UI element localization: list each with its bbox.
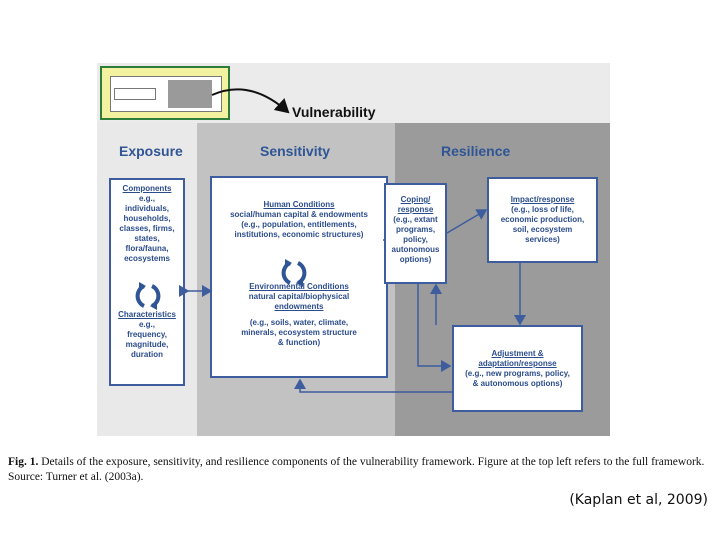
inset-to-title-arrow xyxy=(211,88,290,114)
caption-text: Details of the exposure, sensitivity, an… xyxy=(8,456,705,483)
coping-line: programs, xyxy=(395,225,436,234)
coping-to-impact-arrow xyxy=(446,209,488,234)
env-line: minerals, ecosystem structure xyxy=(241,328,357,337)
adjustment-heading: adaptation/response xyxy=(478,359,557,368)
env-sub-line: endowments xyxy=(274,302,324,311)
figure-caption: Fig. 1. Details of the exposure, sensiti… xyxy=(8,455,713,485)
characteristics-line: frequency, xyxy=(127,330,167,339)
coping-line: policy, xyxy=(403,235,428,244)
exposure-cycle-icon xyxy=(135,282,161,310)
adjustment-line: (e.g., new programs, policy, xyxy=(465,369,570,378)
impact-line: (e.g., loss of life, xyxy=(511,205,574,214)
env-line: (e.g., soils, water, climate, xyxy=(249,318,349,327)
coping-heading: Coping/ xyxy=(400,195,431,204)
citation: (Kaplan et al, 2009) xyxy=(569,492,708,508)
characteristics-line: e.g., xyxy=(138,320,155,329)
exposure-box: Components e.g., individuals, households… xyxy=(109,178,185,386)
components-line: individuals, xyxy=(124,204,169,213)
environmental-conditions-heading: Environmental Conditions xyxy=(249,282,349,291)
framework-inset-thumbnail xyxy=(100,66,230,120)
coping-to-adjustment-arrow xyxy=(417,284,452,372)
coping-line: (e.g., extant xyxy=(393,215,438,224)
impact-line: services) xyxy=(525,235,560,244)
sensitivity-heading: Sensitivity xyxy=(260,143,331,159)
coping-line: options) xyxy=(399,255,432,264)
characteristics-line: duration xyxy=(131,350,163,359)
human-conditions-heading: Human Conditions xyxy=(263,200,335,209)
impact-heading: Impact/response xyxy=(510,195,575,204)
adjustment-line: & autonomous options) xyxy=(472,379,563,388)
adjustment-to-sensitivity-arrow xyxy=(294,378,452,393)
inset-gray-block xyxy=(168,80,212,108)
adjustment-heading: Adjustment & xyxy=(491,349,544,358)
caption-label: Fig. 1. xyxy=(8,456,39,468)
sensitivity-cycle-icon xyxy=(281,259,307,287)
impact-line: soil, ecosystem xyxy=(512,225,573,234)
coping-heading: response xyxy=(397,205,434,214)
coping-response-box: Coping/ response (e.g., extant programs,… xyxy=(384,183,447,284)
vulnerability-figure: Vulnerability Exposure Sensitivity Resil… xyxy=(97,63,610,436)
adjustment-adaptation-box: Adjustment & adaptation/response (e.g., … xyxy=(452,325,583,412)
components-heading: Components xyxy=(122,184,172,193)
components-line: ecosystems xyxy=(124,254,170,263)
components-line: households, xyxy=(123,214,171,223)
human-conditions-line: (e.g., population, entitlements, xyxy=(241,220,357,229)
env-line: & function) xyxy=(277,338,321,347)
resilience-heading: Resilience xyxy=(441,143,511,159)
human-conditions-line: institutions, economic structures) xyxy=(234,230,364,239)
impact-response-box: Impact/response (e.g., loss of life, eco… xyxy=(487,177,598,263)
components-line: flora/fauna, xyxy=(125,244,169,253)
characteristics-heading: Characteristics xyxy=(118,310,176,319)
exposure-heading: Exposure xyxy=(119,143,183,159)
components-line: e.g., xyxy=(138,194,155,203)
coping-line: autonomous xyxy=(391,245,440,254)
characteristics-line: magnitude, xyxy=(125,340,169,349)
components-line: classes, firms, xyxy=(119,224,175,233)
human-conditions-sub: social/human capital & endowments xyxy=(230,210,368,219)
vulnerability-title: Vulnerability xyxy=(292,104,376,120)
inset-tab xyxy=(114,88,156,100)
sensitivity-box: Human Conditions social/human capital & … xyxy=(210,176,388,378)
impact-line: economic production, xyxy=(500,215,585,224)
env-sub-line: natural capital/biophysical xyxy=(248,292,350,301)
components-line: states, xyxy=(134,234,160,243)
